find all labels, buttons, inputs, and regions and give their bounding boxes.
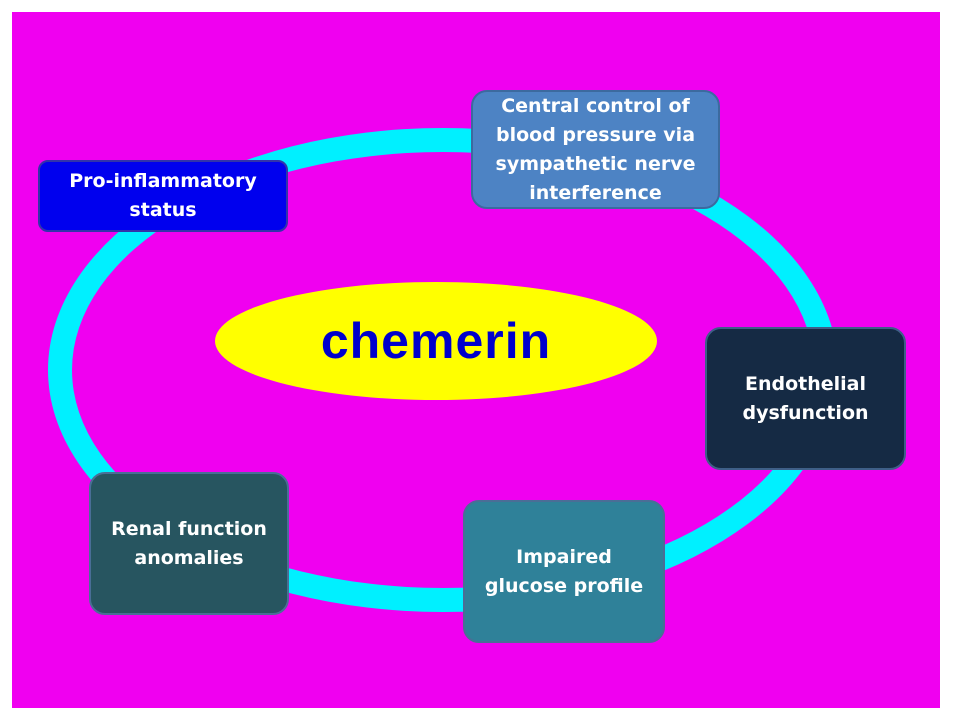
node-glucose-label: Impaired glucose profile xyxy=(484,545,644,597)
center-ellipse: chemerin xyxy=(215,282,657,400)
node-pro-inflammatory: Pro-inflammatory status xyxy=(38,160,288,232)
center-label: chemerin xyxy=(320,313,552,369)
node-endothelial-label: Endothelial dysfunction xyxy=(742,372,869,424)
diagram-canvas: chemerin Pro-inflammatory status Central… xyxy=(12,12,940,708)
node-renal: Renal function anomalies xyxy=(89,472,289,615)
node-central-control-label: Central control of blood pressure via sy… xyxy=(495,94,696,204)
node-central-control: Central control of blood pressure via sy… xyxy=(471,90,720,209)
node-pro-inflammatory-label: Pro-inflammatory status xyxy=(69,170,257,221)
node-glucose: Impaired glucose profile xyxy=(463,500,665,643)
node-renal-label: Renal function anomalies xyxy=(111,517,267,569)
node-endothelial: Endothelial dysfunction xyxy=(705,327,906,470)
